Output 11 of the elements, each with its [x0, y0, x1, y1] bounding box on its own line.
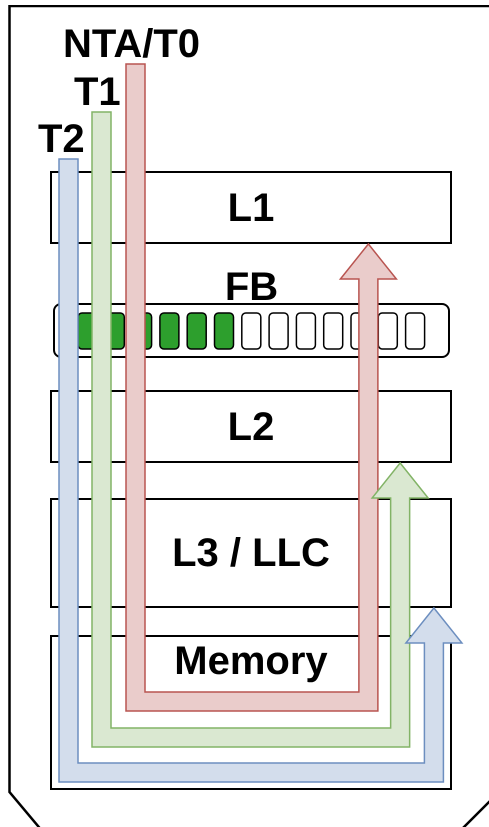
hint-label: T2 — [38, 119, 85, 159]
fat-arrow — [58, 158, 464, 783]
fat-arrow — [125, 63, 398, 712]
level-title: FB — [224, 267, 278, 307]
level-title: L3 / LLC — [172, 533, 330, 573]
level-title: L1 — [228, 188, 274, 228]
hint-label: T1 — [74, 72, 121, 112]
fat-arrow — [91, 111, 430, 748]
hint-label: NTA/T0 — [63, 24, 200, 64]
level-title: L2 — [228, 406, 274, 446]
level-title: Memory — [174, 641, 328, 681]
